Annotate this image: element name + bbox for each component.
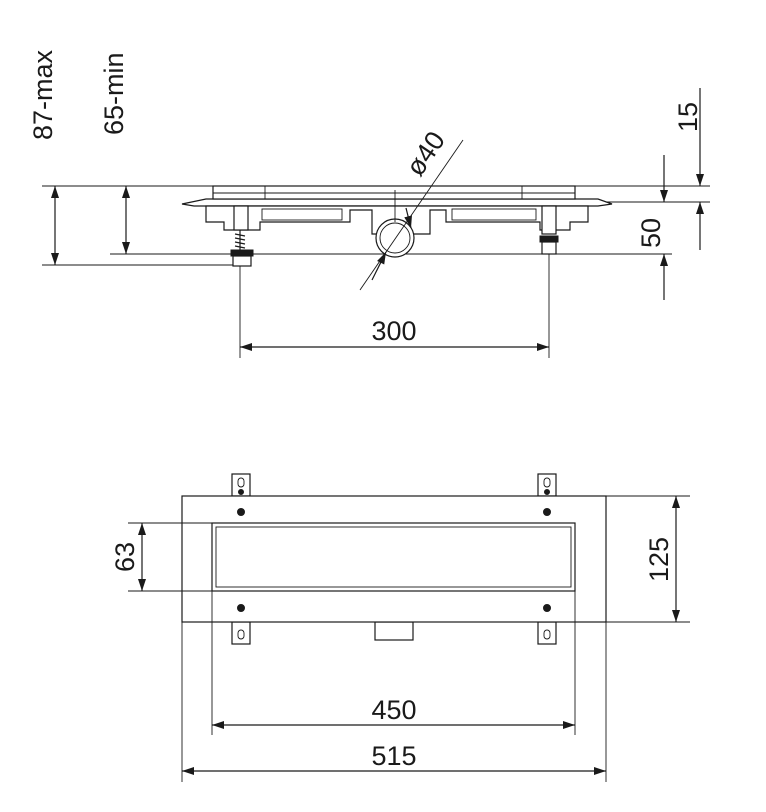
dim-label-frame-length: 515	[371, 741, 416, 771]
mount-tab-bottom-right	[537, 621, 557, 645]
channel-panel-left	[261, 208, 343, 221]
foot-bracket-right	[541, 205, 557, 235]
dim-label-grate-width: 63	[110, 542, 140, 572]
dim-arrow-diameter-a	[404, 207, 412, 229]
mount-tab-bottom-left	[231, 621, 251, 645]
dim-label-height: 50	[636, 218, 666, 248]
screw-icon	[544, 489, 550, 495]
screw-icon	[237, 508, 245, 516]
foot-bracket-left	[233, 205, 249, 231]
dim-label-frame-width: 125	[644, 537, 674, 582]
foot-base-left	[230, 249, 254, 257]
outlet-stub	[374, 621, 414, 641]
dim-line-diameter	[359, 139, 464, 291]
foot-pad-left	[232, 255, 252, 267]
foot-base-right	[539, 235, 559, 243]
tile-flange	[181, 198, 613, 207]
channel-panel-right	[451, 208, 537, 221]
screw-icon	[237, 604, 245, 612]
screw-icon	[543, 508, 551, 516]
grate-outer	[211, 522, 576, 592]
mount-slot	[237, 629, 245, 640]
outlet-pipe-inner	[379, 222, 411, 254]
mount-slot	[237, 477, 245, 488]
screw-icon	[238, 489, 244, 495]
dim-label-max: 87-max	[28, 49, 58, 140]
mount-slot	[543, 629, 551, 640]
side-view: ø40 87-max 65-min 15 50 300	[28, 49, 710, 358]
dim-label-diameter: ø40	[400, 126, 451, 181]
mount-slot	[543, 477, 551, 488]
dim-label-grate-length: 450	[371, 695, 416, 725]
grate-top	[212, 185, 576, 200]
foot-screw-left	[234, 230, 246, 250]
dim-label-feet-spacing: 300	[371, 316, 416, 346]
outlet-pipe-outer	[375, 218, 415, 258]
dim-label-min: 65-min	[99, 52, 129, 135]
foot-pad-right	[541, 241, 557, 255]
top-view: 63 125 450 515	[110, 473, 690, 782]
screw-icon	[543, 604, 551, 612]
grate-inner	[215, 526, 572, 588]
dim-arrow-diameter-b	[371, 251, 387, 281]
dim-label-top: 15	[673, 102, 703, 132]
